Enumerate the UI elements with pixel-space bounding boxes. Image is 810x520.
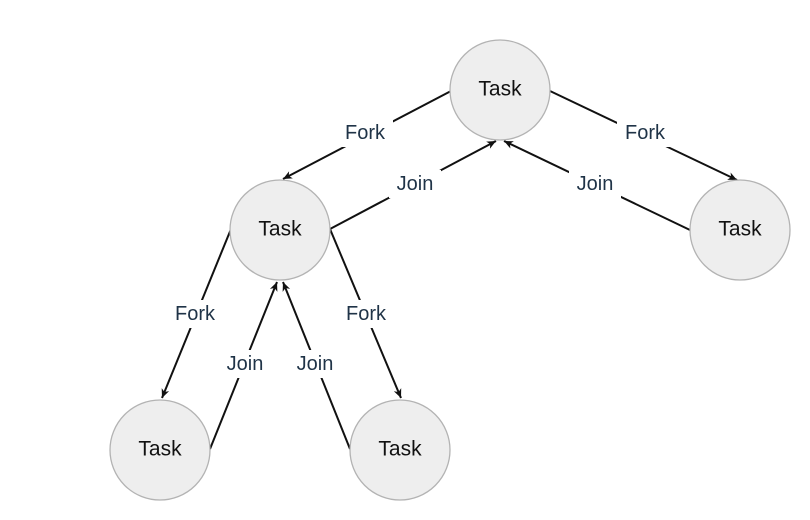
edge-label-text: Fork xyxy=(625,122,666,144)
edge-label-text: Join xyxy=(577,173,614,195)
edge-label-leafleft-mid-join: Join xyxy=(219,350,271,378)
edge-labels: Fork Fork Join Join Fork Fork Join Join xyxy=(167,119,673,378)
nodes: Task Task Task Task Task xyxy=(109,39,791,501)
node-right[interactable]: Task xyxy=(689,179,791,281)
node-root[interactable]: Task xyxy=(449,39,551,141)
edge-label-text: Fork xyxy=(175,303,216,325)
edge-label-right-root-join: Join xyxy=(569,170,621,198)
edge-label-text: Join xyxy=(397,173,434,195)
edge-label-leafmid-mid-join: Join xyxy=(289,350,341,378)
edge-label-mid-leafmid-fork: Fork xyxy=(338,300,394,328)
node-label: Task xyxy=(718,218,762,241)
edge-label-mid-leafleft-fork: Fork xyxy=(167,300,223,328)
node-label: Task xyxy=(378,438,422,461)
edge-label-text: Join xyxy=(297,353,334,375)
edge-label-text: Fork xyxy=(345,122,386,144)
node-mid[interactable]: Task xyxy=(229,179,331,281)
node-leaf-left[interactable]: Task xyxy=(109,399,211,501)
node-label: Task xyxy=(478,78,522,101)
edge-label-text: Fork xyxy=(346,303,387,325)
edge-label-mid-root-join: Join xyxy=(389,170,441,198)
node-label: Task xyxy=(138,438,182,461)
node-leaf-mid[interactable]: Task xyxy=(349,399,451,501)
edge-label-root-mid-fork: Fork xyxy=(337,119,393,147)
node-label: Task xyxy=(258,218,302,241)
edge-label-root-right-fork: Fork xyxy=(617,119,673,147)
edge-label-text: Join xyxy=(227,353,264,375)
